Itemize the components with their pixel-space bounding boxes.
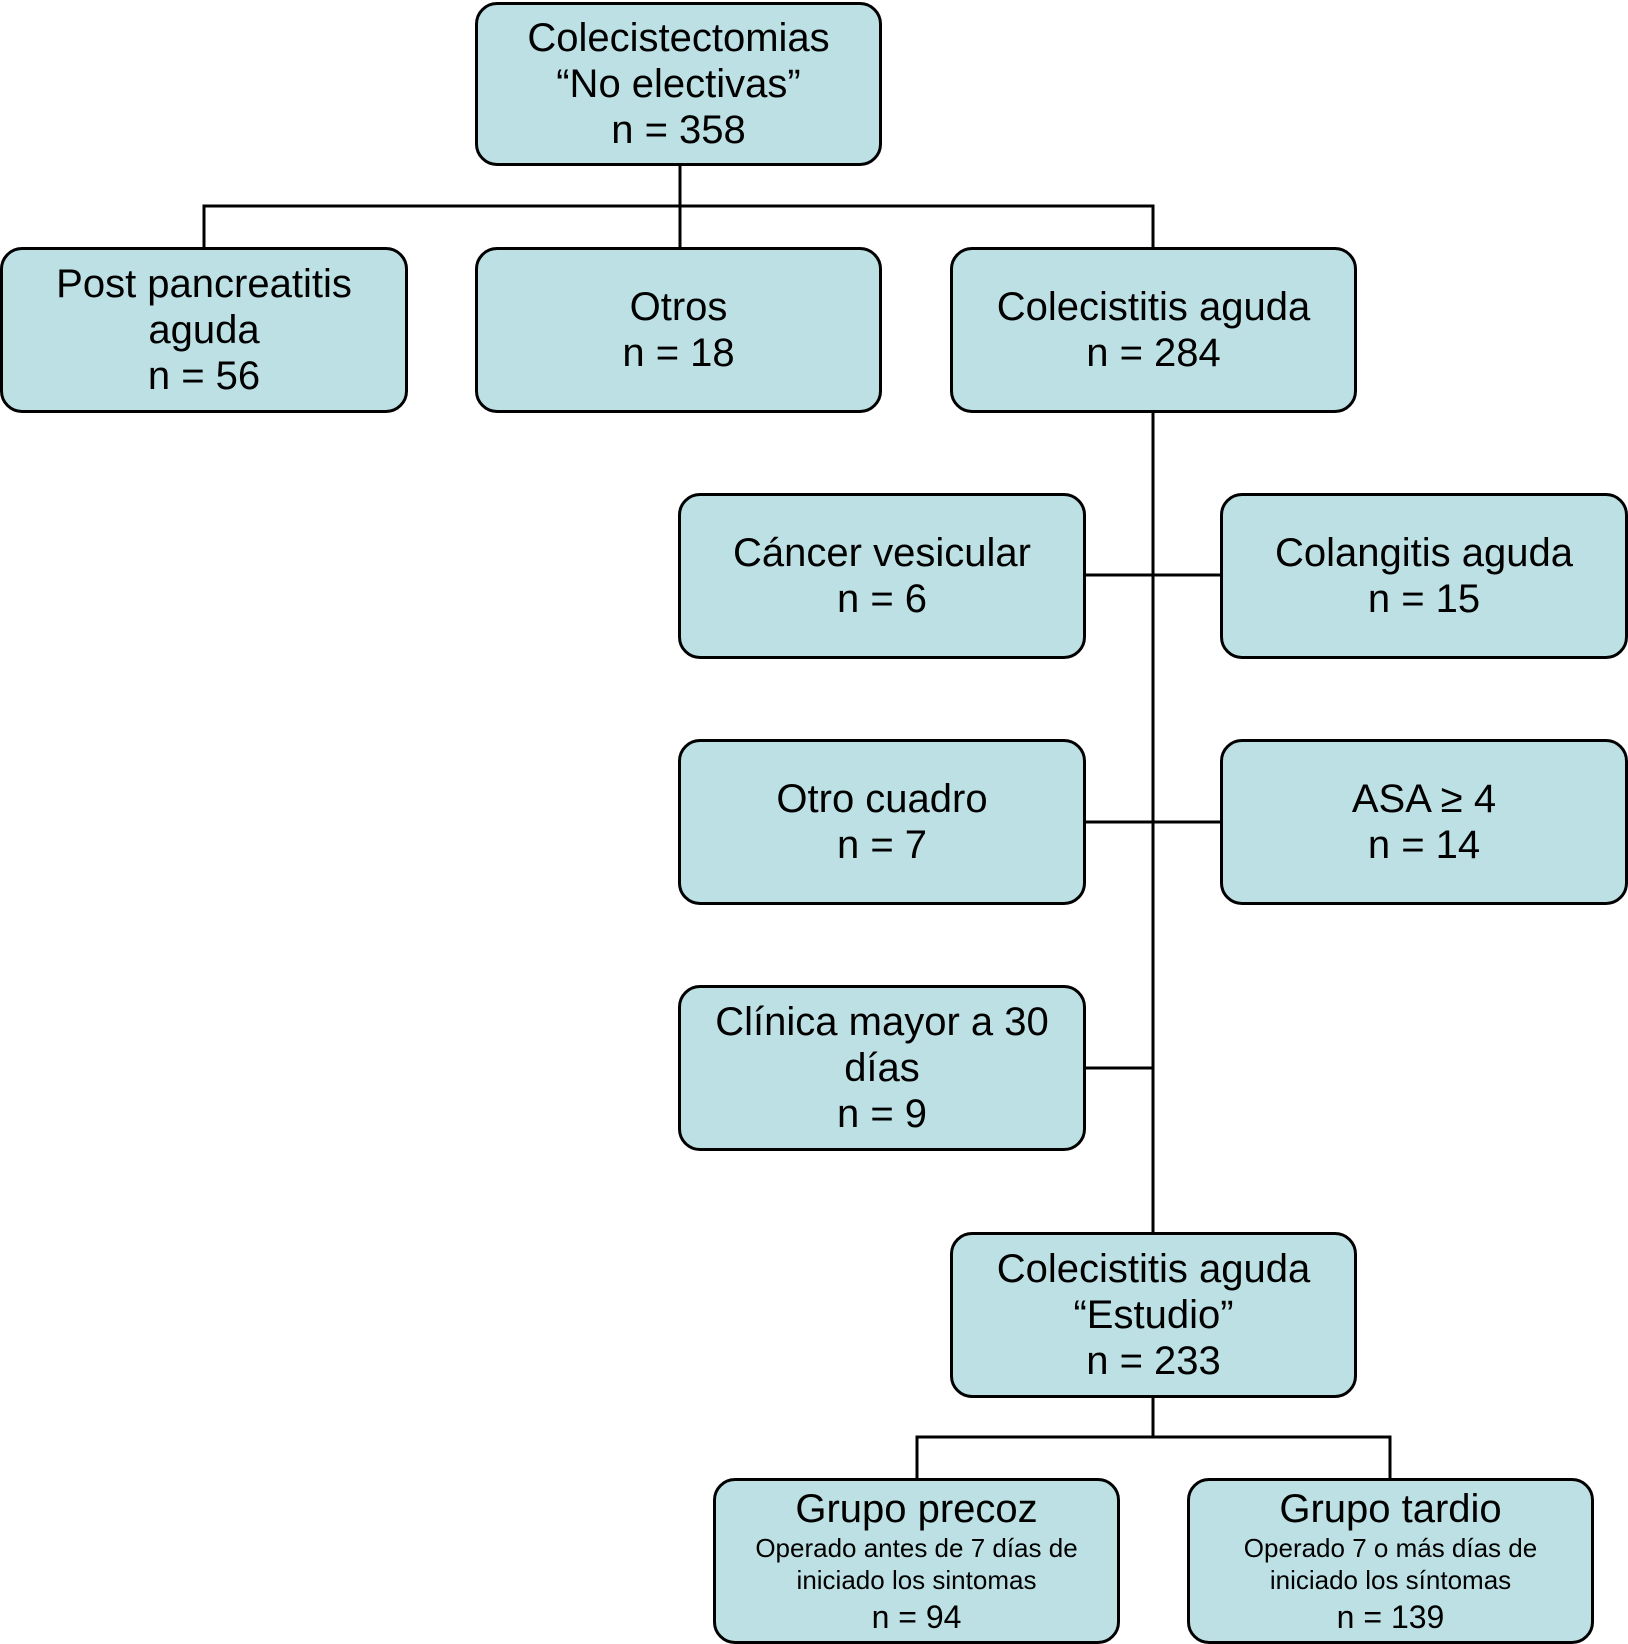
grupo-precoz-node: Grupo precoz Operado antes de 7 días de … <box>713 1478 1120 1644</box>
otro-cuadro-node: Otro cuadro n = 7 <box>678 739 1086 905</box>
cancer-vesicular-title: Cáncer vesicular <box>733 531 1031 575</box>
otros-node: Otros n = 18 <box>475 247 882 413</box>
post-pancreatitis-node: Post pancreatitis aguda n = 56 <box>0 247 408 413</box>
otro-cuadro-title: Otro cuadro <box>776 777 988 821</box>
clinica-mayor-title: Clínica mayor a 30 <box>715 1000 1049 1044</box>
colangitis-aguda-node: Colangitis aguda n = 15 <box>1220 493 1628 659</box>
root-node: Colecistectomias “No electivas” n = 358 <box>475 2 882 166</box>
grupo-tardio-count: n = 139 <box>1336 1598 1445 1635</box>
colecistitis-aguda-count: n = 284 <box>1086 331 1221 375</box>
estudio-node: Colecistitis aguda “Estudio” n = 233 <box>950 1232 1357 1398</box>
grupo-precoz-count: n = 94 <box>871 1598 962 1635</box>
root-count: n = 358 <box>611 108 746 152</box>
grupo-precoz-title: Grupo precoz <box>795 1486 1038 1531</box>
asa-count: n = 14 <box>1367 823 1481 867</box>
estudio-subtitle: “Estudio” <box>1073 1293 1234 1337</box>
colangitis-aguda-title: Colangitis aguda <box>1275 531 1573 575</box>
colecistitis-aguda-node: Colecistitis aguda n = 284 <box>950 247 1357 413</box>
otros-title: Otros <box>629 285 728 329</box>
estudio-count: n = 233 <box>1086 1339 1221 1383</box>
grupo-tardio-node: Grupo tardio Operado 7 o más días de ini… <box>1187 1478 1594 1644</box>
grupo-tardio-detail-1: Operado 7 o más días de <box>1243 1532 1538 1563</box>
clinica-mayor-subtitle: días <box>844 1046 920 1090</box>
asa-node: ASA ≥ 4 n = 14 <box>1220 739 1628 905</box>
otros-count: n = 18 <box>622 331 735 375</box>
root-subtitle: “No electivas” <box>556 62 801 106</box>
clinica-mayor-node: Clínica mayor a 30 días n = 9 <box>678 985 1086 1151</box>
cancer-vesicular-node: Cáncer vesicular n = 6 <box>678 493 1086 659</box>
clinica-mayor-count: n = 9 <box>836 1092 928 1136</box>
post-pancreatitis-title: Post pancreatitis <box>56 262 352 306</box>
grupo-precoz-detail-1: Operado antes de 7 días de <box>755 1532 1078 1563</box>
root-title: Colecistectomias <box>527 16 830 60</box>
asa-title: ASA ≥ 4 <box>1351 777 1497 821</box>
colecistitis-aguda-title: Colecistitis aguda <box>996 285 1311 329</box>
grupo-tardio-title: Grupo tardio <box>1279 1486 1502 1531</box>
otro-cuadro-count: n = 7 <box>836 823 928 867</box>
estudio-title: Colecistitis aguda <box>996 1247 1311 1291</box>
post-pancreatitis-count: n = 56 <box>147 354 261 398</box>
grupo-tardio-detail-2: iniciado los síntomas <box>1269 1565 1512 1595</box>
grupo-precoz-detail-2: iniciado los sintomas <box>796 1565 1037 1595</box>
post-pancreatitis-subtitle: aguda <box>148 308 260 352</box>
cancer-vesicular-count: n = 6 <box>836 577 928 621</box>
colangitis-aguda-count: n = 15 <box>1367 577 1481 621</box>
